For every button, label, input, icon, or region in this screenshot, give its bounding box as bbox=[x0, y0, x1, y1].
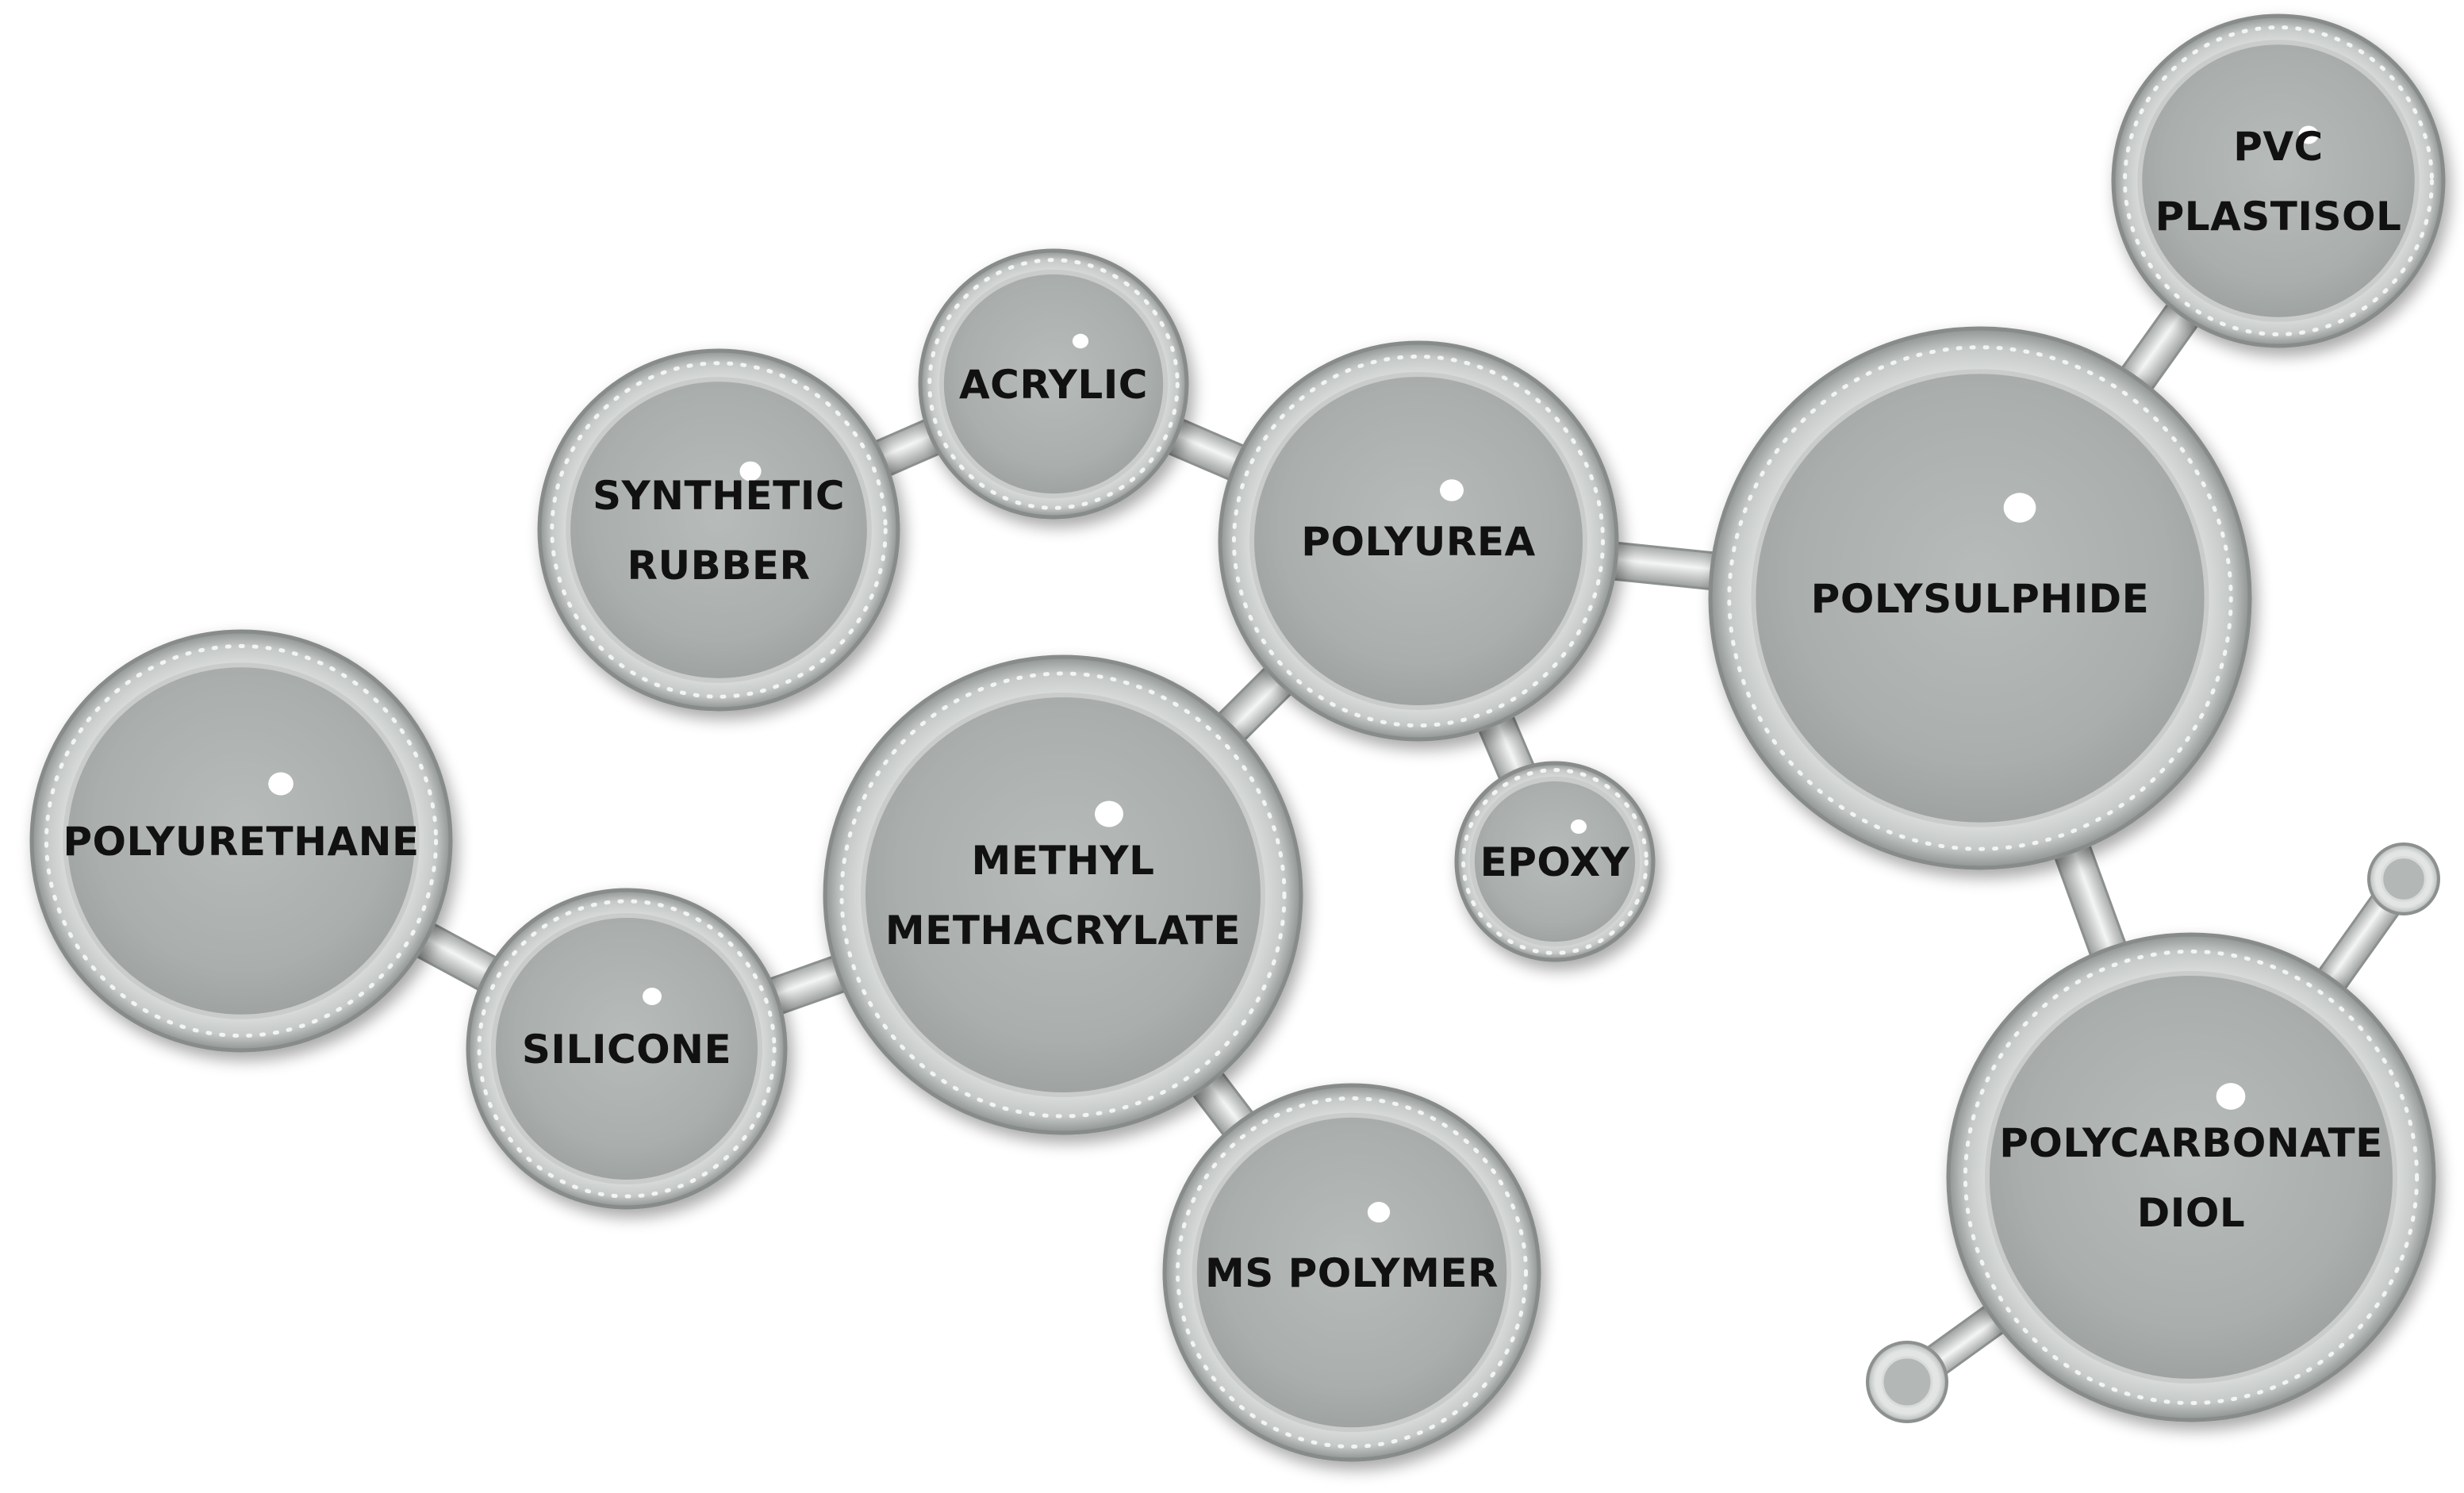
methyl-methacrylate-label-line: METHACRYLATE bbox=[885, 908, 1241, 954]
synthetic-rubber-bubble-ring bbox=[550, 361, 888, 699]
methyl-methacrylate-label: METHYL METHACRYLATE bbox=[885, 838, 1241, 954]
polyurea-label-line: POLYUREA bbox=[1301, 519, 1535, 565]
molecule-pvc-plastisol bbox=[2111, 13, 2446, 348]
pvc-plastisol-highlight bbox=[2298, 125, 2319, 144]
polyurethane-label-line: POLYURETHANE bbox=[63, 819, 419, 865]
ms-polymer-label: MS POLYMER bbox=[1205, 1250, 1499, 1296]
silicone-core bbox=[491, 913, 762, 1184]
methyl-methacrylate-highlight bbox=[1095, 800, 1123, 827]
pvc-plastisol-bubble-ring bbox=[2123, 25, 2434, 336]
molecule-silicone bbox=[466, 888, 788, 1210]
methyl-methacrylate-core bbox=[861, 693, 1265, 1097]
stub-bond-upper-right-atom-core bbox=[2381, 856, 2427, 902]
epoxy-core bbox=[1469, 776, 1641, 947]
silicone-label-line: SILICONE bbox=[522, 1027, 731, 1073]
acrylic-highlight bbox=[1072, 333, 1089, 349]
polycarbonate-diol-label-line: POLYCARBONATE bbox=[1999, 1120, 2383, 1166]
synthetic-rubber-label: SYNTHETIC RUBBER bbox=[593, 473, 845, 589]
epoxy-label-line: EPOXY bbox=[1480, 839, 1630, 885]
molecule-polyurethane bbox=[29, 629, 453, 1053]
pvc-plastisol-label-line: PLASTISOL bbox=[2155, 194, 2402, 240]
polycarbonate-diol-label-line: DIOL bbox=[2137, 1190, 2245, 1236]
stub-bond-lower-left-atom-core bbox=[1881, 1356, 1933, 1408]
polycarbonate-diol-highlight bbox=[2216, 1083, 2246, 1110]
ms-polymer-bubble-ring bbox=[1176, 1096, 1528, 1449]
polysulphide-label: POLYSULPHIDE bbox=[1811, 576, 2150, 622]
molecule-polyurea bbox=[1218, 340, 1619, 742]
silicone-bubble-ring bbox=[477, 899, 777, 1199]
ms-polymer-label-line: MS POLYMER bbox=[1205, 1250, 1499, 1296]
methyl-methacrylate-label-line: METHYL bbox=[972, 838, 1155, 884]
polysulphide-bubble-ring bbox=[1727, 345, 2233, 851]
polyurea-core bbox=[1249, 372, 1587, 710]
molecule-acrylic bbox=[918, 248, 1189, 520]
synthetic-rubber-highlight bbox=[739, 461, 762, 482]
synthetic-rubber-label-line: SYNTHETIC bbox=[593, 473, 845, 519]
epoxy-bubble-ring bbox=[1461, 768, 1648, 955]
pvc-plastisol-label: PVC PLASTISOL bbox=[2155, 124, 2402, 240]
polycarbonate-diol-label: POLYCARBONATE DIOL bbox=[1999, 1120, 2383, 1236]
molecule-methyl-methacrylate bbox=[823, 654, 1303, 1135]
epoxy-highlight bbox=[1571, 819, 1587, 834]
labels-layer: ACRYLIC SYNTHETIC RUBBER POLYUREA POLYSULPHI… bbox=[63, 124, 2401, 1296]
silicone-highlight bbox=[643, 988, 662, 1005]
acrylic-core bbox=[938, 269, 1169, 499]
molecule-polycarbonate-diol bbox=[1946, 932, 2436, 1422]
polyurea-highlight bbox=[1440, 479, 1464, 501]
acrylic-bubble-ring bbox=[927, 258, 1180, 510]
acrylic-label: ACRYLIC bbox=[959, 362, 1148, 408]
synthetic-rubber-core bbox=[566, 377, 872, 683]
polysulphide-core bbox=[1751, 369, 2209, 827]
polysulphide-highlight bbox=[2003, 493, 2036, 523]
pvc-plastisol-core bbox=[2137, 40, 2420, 322]
polyurethane-highlight bbox=[268, 772, 294, 796]
polycarbonate-diol-core bbox=[1984, 970, 2398, 1384]
polyurethane-label: POLYURETHANE bbox=[63, 819, 419, 865]
molecule-ms-polymer bbox=[1162, 1083, 1541, 1462]
polyurea-bubble-ring bbox=[1232, 355, 1605, 727]
molecule-synthetic-rubber bbox=[537, 348, 900, 712]
polyurea-label: POLYUREA bbox=[1301, 519, 1535, 565]
polyurethane-core bbox=[63, 662, 420, 1019]
silicone-label: SILICONE bbox=[522, 1027, 731, 1073]
methyl-methacrylate-bubble-ring bbox=[839, 671, 1287, 1119]
acrylic-label-line: ACRYLIC bbox=[959, 362, 1148, 408]
ms-polymer-highlight bbox=[1367, 1202, 1391, 1222]
pvc-plastisol-label-line: PVC bbox=[2233, 124, 2324, 170]
polyurethane-bubble-ring bbox=[44, 643, 439, 1038]
molecule-epoxy bbox=[1454, 761, 1656, 962]
spheres-layer bbox=[29, 13, 2446, 1462]
epoxy-label: EPOXY bbox=[1480, 839, 1630, 885]
molecule-polysulphide bbox=[1708, 326, 2252, 870]
ms-polymer-core bbox=[1192, 1112, 1512, 1433]
synthetic-rubber-label-line: RUBBER bbox=[628, 543, 811, 589]
polycarbonate-diol-bubble-ring bbox=[1963, 949, 2420, 1406]
polysulphide-label-line: POLYSULPHIDE bbox=[1811, 576, 2150, 622]
